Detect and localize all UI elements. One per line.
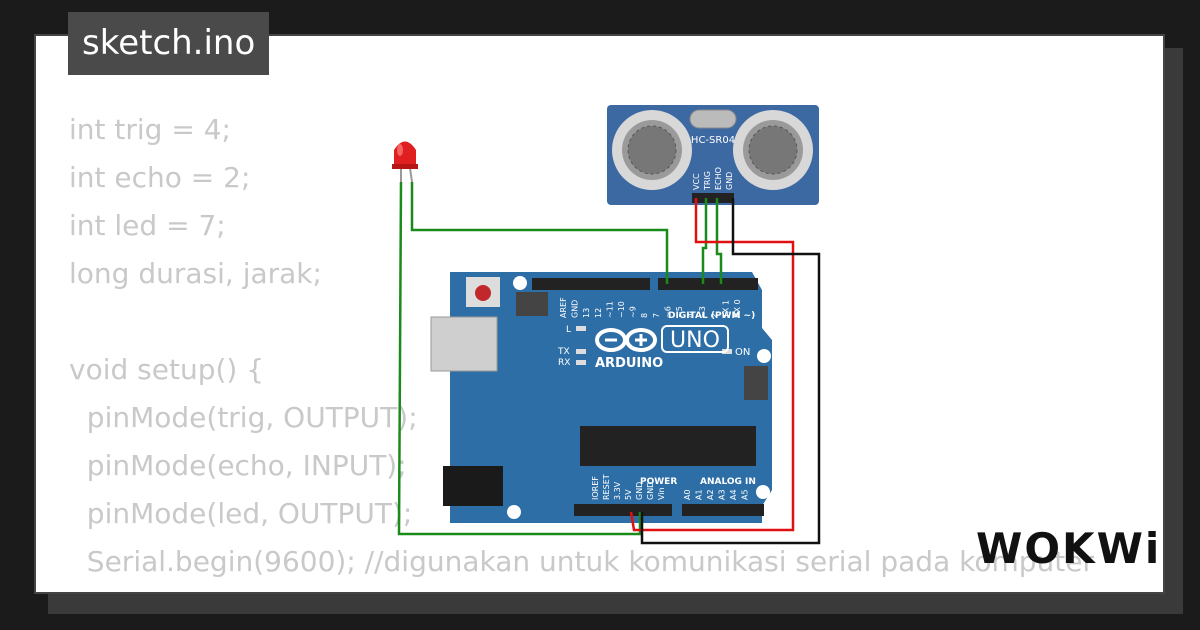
usb-port <box>430 316 498 372</box>
led-label-rx: RX <box>558 358 570 368</box>
code-line: int led = 7; <box>69 209 226 242</box>
pin-label: ~5 <box>675 306 684 318</box>
on-label: ON <box>735 347 750 358</box>
wire-echo-pin2 <box>715 198 723 284</box>
code-line: pinMode(trig, OUTPUT); <box>69 401 418 434</box>
pin-label: GND <box>635 482 644 500</box>
wire-vcc-5v <box>629 198 795 532</box>
pin-label: VCC <box>692 173 701 190</box>
file-title[interactable]: sketch.ino <box>68 12 270 75</box>
pin-label: GND <box>725 172 734 190</box>
atmega-chip <box>580 426 756 466</box>
pin-label: ~3 <box>698 306 707 318</box>
pin-label: ~11 <box>605 301 614 318</box>
wokwi-logo: WOKWi <box>976 524 1162 573</box>
pin-label: ~10 <box>617 301 626 318</box>
pin-label: RX 0 <box>733 299 742 318</box>
code-line: pinMode(led, OUTPUT); <box>69 497 413 530</box>
wire-trig-pin4 <box>701 198 708 284</box>
wire-gnd-gnd <box>640 198 821 545</box>
pin-label: IOREF <box>591 476 600 500</box>
red-led[interactable] <box>392 141 418 183</box>
pin-label: A0 <box>683 489 692 500</box>
pin-label: 12 <box>594 308 603 318</box>
pin-label: 7 <box>652 313 661 318</box>
digital-label: DIGITAL (PWM ~) <box>668 311 755 321</box>
pin-label: 3.3V <box>613 481 622 500</box>
pin-label: 8 <box>640 313 649 318</box>
pin-label: A1 <box>695 489 704 500</box>
pin-label: A4 <box>729 489 738 500</box>
sensor-model: HC-SR04 <box>691 135 735 146</box>
pin-label: A5 <box>741 489 750 500</box>
pin-label: ~9 <box>629 306 638 318</box>
pin-label: A2 <box>706 489 715 500</box>
code-line: void setup() { <box>69 353 265 386</box>
code-line: long durasi, jarak; <box>69 257 322 290</box>
code-line: int trig = 4; <box>69 113 231 146</box>
led-label-l: L <box>566 325 571 335</box>
pin-label: RESET <box>602 474 611 500</box>
pin-label: 4 <box>687 313 696 318</box>
code-preview: int trig = 4; int echo = 2; int led = 7; lo… <box>69 106 1094 592</box>
wires <box>397 181 821 545</box>
pin-label: TRIG <box>703 171 712 191</box>
wire-led-cathode-gnd <box>397 181 642 536</box>
code-line: pinMode(echo, INPUT); <box>69 449 407 482</box>
arduino-logo-icon <box>595 328 657 352</box>
pin-label: 13 <box>582 308 591 318</box>
power-label: POWER <box>640 477 677 487</box>
board-model: UNO <box>670 328 720 353</box>
arduino-uno-board[interactable]: L TX RX ON UNO ARDUINO DIGITAL (PWM ~) P… <box>430 272 772 523</box>
code-line: Serial.begin(9600); //digunakan untuk ko… <box>69 545 1094 578</box>
pin-label: AREF <box>559 297 568 318</box>
pin-label: GND <box>646 482 655 500</box>
board-brand: ARDUINO <box>595 356 663 371</box>
pin-label: ~6 <box>663 306 672 318</box>
pin-label: ECHO <box>714 167 723 190</box>
pin-label: A3 <box>718 489 727 500</box>
pin-label: GND <box>571 300 580 318</box>
pin-label: 5V <box>624 489 633 500</box>
analog-label: ANALOG IN <box>700 477 756 487</box>
code-line: int echo = 2; <box>69 161 251 194</box>
pin-label: TX 1 <box>721 300 730 319</box>
pin-label: Vin <box>657 487 666 500</box>
power-jack <box>443 466 503 506</box>
pin-label: 2 <box>710 313 719 318</box>
wire-led-anode-pin7 <box>410 182 669 284</box>
led-label-tx: TX <box>557 347 570 357</box>
